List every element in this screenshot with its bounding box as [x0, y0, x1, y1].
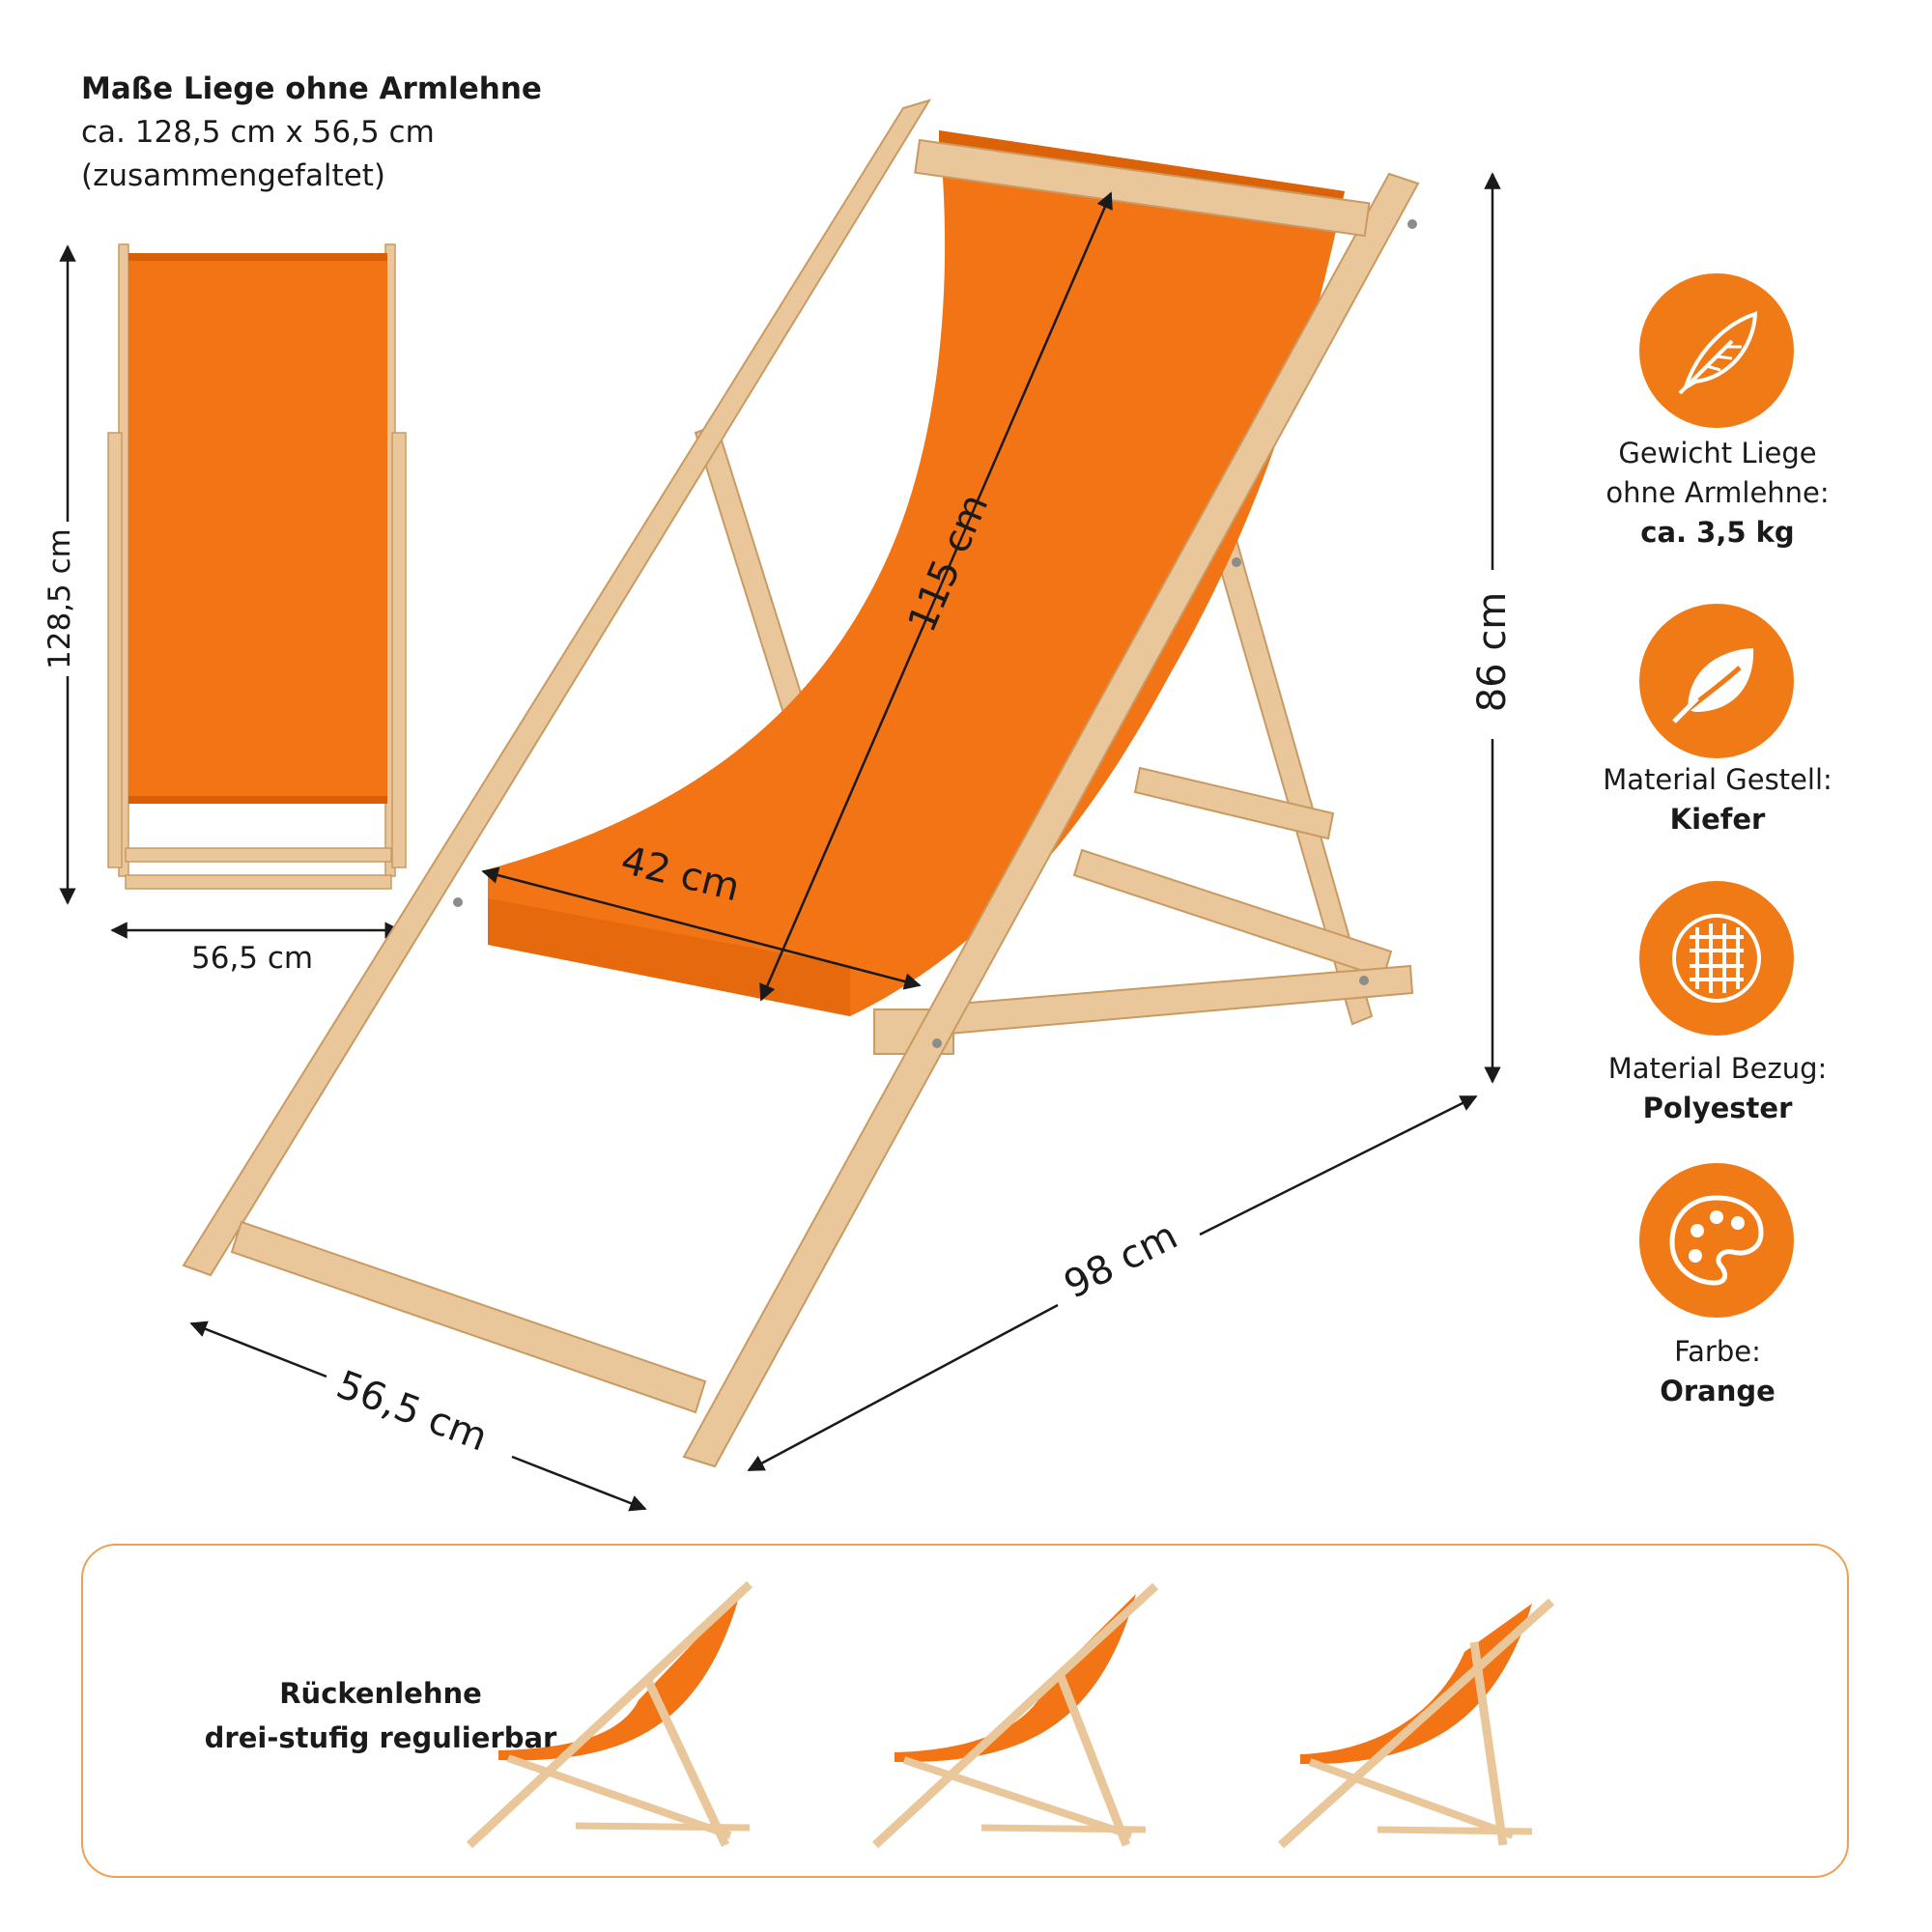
adjustment-text: Rückenlehne drei-stufig regulierbar	[204, 1677, 557, 1754]
title-size: ca. 128,5 cm x 56,5 cm	[81, 115, 435, 150]
leaf-icon	[1639, 604, 1794, 758]
feather-icon	[1639, 273, 1794, 428]
overall-height-label: 86 cm	[1470, 591, 1515, 713]
feature-color: Farbe: Orange	[1660, 1335, 1776, 1407]
feature-frame-material: Material Gestell: Kiefer	[1603, 763, 1833, 836]
folded-fabric	[128, 253, 387, 804]
recline-positions	[466, 1580, 1555, 1849]
recline-position-1	[466, 1580, 753, 1849]
folded-height-label: 128,5 cm	[43, 528, 77, 669]
folded-chair	[107, 243, 407, 890]
folded-width-label: 56,5 cm	[191, 941, 314, 976]
feature-cover-material: Material Bezug: Polyester	[1607, 1052, 1828, 1124]
adjustment-panel: Rückenlehne drei-stufig regulierbar	[81, 1544, 1849, 1878]
palette-icon	[1639, 1163, 1794, 1318]
feature-weight: Gewicht Liege ohne Armlehne: ca. 3,5 kg	[1605, 437, 1830, 549]
title-heading: Maße Liege ohne Armlehne	[81, 71, 542, 106]
fabric-weave-icon	[1639, 881, 1794, 1036]
title-note: (zusammengefaltet)	[81, 158, 386, 193]
recline-position-3	[1277, 1598, 1555, 1849]
title-block: Maße Liege ohne Armlehne ca. 128,5 cm x …	[81, 68, 542, 198]
recline-position-2	[871, 1582, 1159, 1849]
